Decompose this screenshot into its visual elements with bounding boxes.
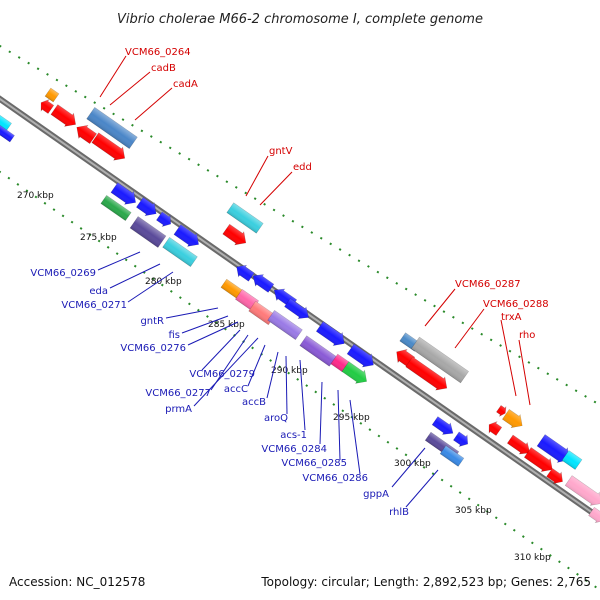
gene-arrow <box>546 467 563 485</box>
gene-label: VCM66_0287 <box>455 279 521 290</box>
gene-label: VCM66_0284 <box>261 444 327 455</box>
gene-label: VCM66_0269 <box>30 268 96 279</box>
gene-arrow <box>346 343 374 368</box>
gene-arrow <box>222 223 247 246</box>
gene-arrow <box>411 336 469 384</box>
gene-arrow <box>267 310 303 340</box>
gene-label: VCM66_0279 <box>189 369 255 380</box>
gene-label: VCM66_0288 <box>483 299 549 310</box>
tick-labels: 270 kbp 275 kbp 280 kbp 285 kbp 290 kbp … <box>17 191 551 563</box>
gene-arrow <box>523 447 553 472</box>
gene-label: eda <box>89 286 108 297</box>
tick-label: 310 kbp <box>514 553 551 563</box>
gene-arrow <box>453 431 469 447</box>
gene-arrow <box>236 264 255 282</box>
gene-arrow <box>299 335 337 367</box>
gene-label: prmA <box>165 404 192 415</box>
gene-arrow <box>86 107 138 149</box>
accession-text: Accession: NC_012578 <box>9 575 145 589</box>
blue-leader-lines <box>97 251 439 508</box>
gene-label: accC <box>224 384 248 395</box>
gene-label: VCM66_0285 <box>281 458 347 469</box>
gene-label: trxA <box>501 312 522 323</box>
gene-arrow <box>40 99 55 114</box>
tick-label: 295 kbp <box>333 413 370 423</box>
gene-arrow <box>91 132 126 161</box>
gene-label: VCM66_0271 <box>61 300 127 311</box>
map-title: Vibrio cholerae M66-2 chromosome I, comp… <box>117 12 483 27</box>
gene-label: VCM66_0276 <box>120 343 186 354</box>
gene-label: VCM66_0264 <box>125 47 191 58</box>
gene-arrow <box>341 361 367 384</box>
gene-arrow <box>502 409 523 429</box>
gene-arrow <box>129 216 167 248</box>
gene-arrow <box>156 211 172 227</box>
gene-label: aroQ <box>264 413 288 424</box>
gene-label: VCM66_0286 <box>302 473 368 484</box>
tick-label: 305 kbp <box>455 506 492 516</box>
tick-label: 300 kbp <box>394 459 431 469</box>
blue-gene-labels: VCM66_0269 eda VCM66_0271 gntR fis VCM66… <box>30 268 409 518</box>
gene-arrow <box>488 421 503 436</box>
gene-arrow <box>496 405 507 417</box>
tick-label: 275 kbp <box>80 233 117 243</box>
gene-arrow <box>405 356 448 391</box>
gene-blocks <box>0 87 600 524</box>
gene-label: accB <box>242 397 266 408</box>
gene-label: rho <box>519 330 535 341</box>
outer-dotted-ring <box>0 44 600 406</box>
gene-label: edd <box>293 162 312 173</box>
gene-arrow <box>536 434 570 463</box>
red-leader-lines <box>99 55 531 406</box>
gene-arrow <box>431 416 454 435</box>
gene-arrow <box>162 237 198 267</box>
tick-label: 270 kbp <box>17 191 54 201</box>
gene-label: rhlB <box>389 507 409 518</box>
gene-arrow <box>315 321 345 346</box>
gene-label: fis <box>168 330 180 341</box>
gene-arrow <box>226 202 264 234</box>
gene-label: acs-1 <box>280 430 307 441</box>
gene-arrow <box>506 434 531 455</box>
gene-arrow <box>44 87 60 103</box>
inner-dotted-ring <box>0 170 600 591</box>
gene-arrow <box>136 197 157 217</box>
gene-arrow <box>284 298 309 319</box>
gene-arrow <box>561 450 583 470</box>
gene-arrow <box>76 124 97 144</box>
tick-label: 280 kbp <box>145 277 182 287</box>
gene-arrow <box>50 104 76 127</box>
gene-arrow <box>252 274 275 293</box>
gene-arrow <box>330 353 350 373</box>
gene-arrow <box>0 123 15 143</box>
gene-label: cadA <box>173 79 198 90</box>
gene-arrow <box>439 445 465 467</box>
gene-label: gntR <box>140 316 164 327</box>
gene-label: cadB <box>151 63 176 74</box>
gene-label: VCM66_0277 <box>145 388 211 399</box>
gene-label: gntV <box>269 146 293 157</box>
tick-label: 290 kbp <box>271 366 308 376</box>
tick-label: 285 kbp <box>208 320 245 330</box>
red-gene-labels: VCM66_0264 cadB cadA gntV edd VCM66_0287… <box>125 47 549 341</box>
gene-arrow <box>173 224 199 247</box>
gene-label: gppA <box>363 489 389 500</box>
gene-arrow <box>564 475 600 506</box>
topology-text: Topology: circular; Length: 2,892,523 bp… <box>260 575 591 589</box>
gene-arrow <box>110 182 136 205</box>
gene-arrow <box>100 194 132 222</box>
